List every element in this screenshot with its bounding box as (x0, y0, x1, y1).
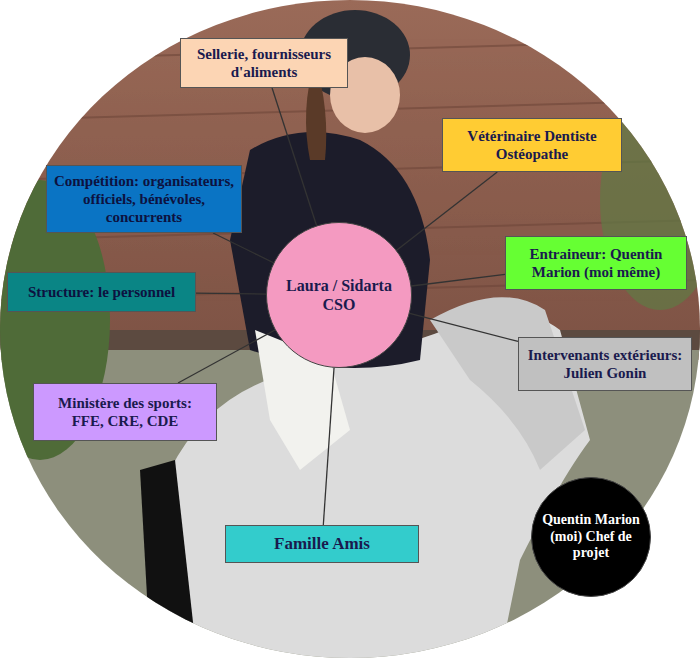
ministry-box: Ministère des sports: FFE, CRE, CDE (33, 383, 217, 441)
family-box: Famille Amis (225, 525, 419, 563)
connector-line (410, 313, 518, 341)
node-label: Sellerie, fournisseurs d'aliments (187, 45, 341, 81)
connector-line (178, 330, 275, 383)
node-label: Laura / Sidarta CSO (281, 276, 397, 314)
node-label: Famille Amis (274, 534, 370, 554)
project-lead-circle: Quentin Marion (moi) Chef de projet (531, 477, 651, 597)
node-label: Vétérinaire Dentiste Ostéopathe (451, 127, 613, 163)
competition-box: Compétition: organisateurs, officiels, b… (46, 165, 242, 233)
node-label: Quentin Marion (moi) Chef de projet (540, 512, 642, 562)
node-label: Compétition: organisateurs, officiels, b… (53, 172, 235, 226)
center-circle: Laura / Sidarta CSO (266, 222, 412, 368)
node-label: Ministère des sports: FFE, CRE, CDE (44, 394, 206, 430)
external-box: Intervenants extérieurs: Julien Gonin (518, 337, 692, 391)
staff-box: Structure: le personnel (7, 272, 196, 312)
node-label: Intervenants extérieurs: Julien Gonin (527, 346, 683, 382)
connector-line (411, 274, 505, 286)
connector-line (213, 233, 273, 263)
node-label: Structure: le personnel (28, 283, 175, 301)
connector-line (397, 172, 498, 250)
connector-line (196, 293, 266, 295)
supplier-box: Sellerie, fournisseurs d'aliments (180, 38, 348, 88)
connector-line (272, 88, 316, 226)
trainer-box: Entraineur: Quentin Marion (moi même) (505, 236, 687, 290)
care-box: Vétérinaire Dentiste Ostéopathe (442, 118, 622, 172)
connector-line (323, 368, 334, 525)
node-label: Entraineur: Quentin Marion (moi même) (514, 245, 678, 281)
